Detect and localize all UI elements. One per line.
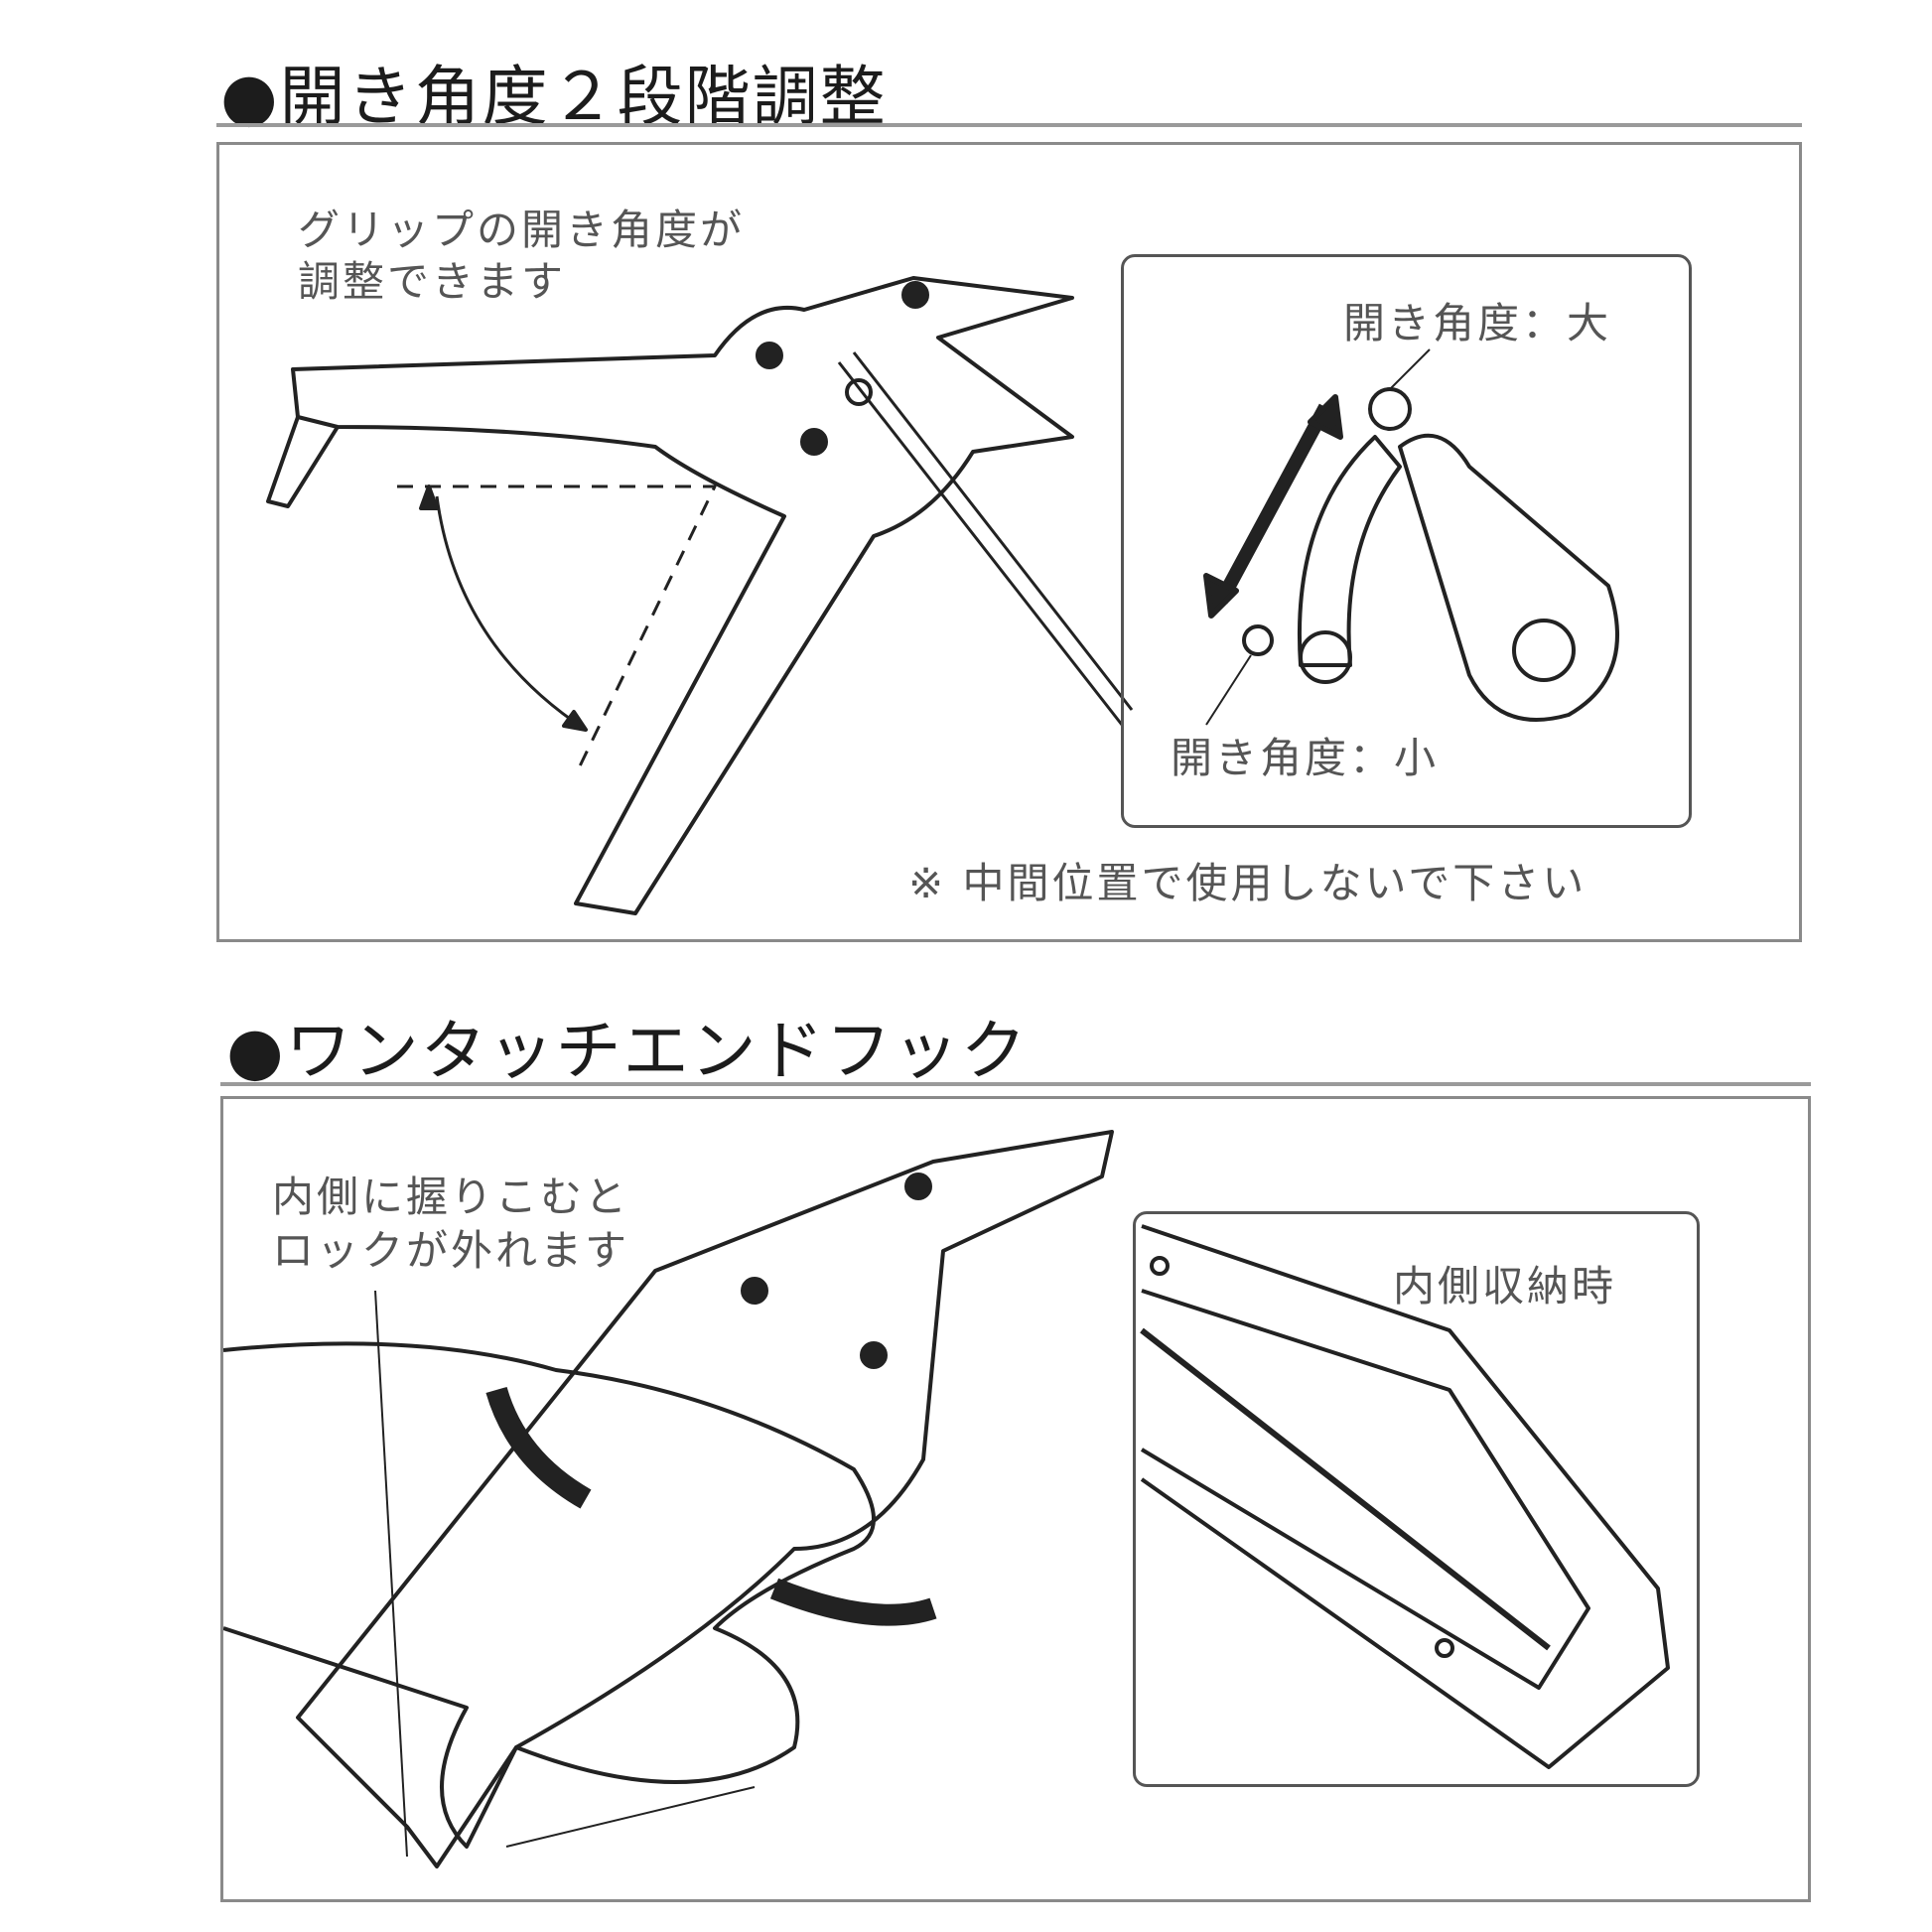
label-angle-small: 開き角度：小 — [1171, 734, 1440, 782]
grip-caption-line1: グリップの開き角度が — [298, 206, 746, 254]
hook-caption-line1: 内側に握りこむと — [272, 1173, 630, 1221]
stored-detail-inset — [1133, 1211, 1700, 1787]
label-angle-large: 開き角度：大 — [1343, 299, 1612, 347]
title-divider — [216, 123, 1802, 127]
title-divider — [220, 1082, 1811, 1086]
grip-caption-line2: 調整できます — [298, 257, 567, 306]
section-title-end-hook: ●ワンタッチエンドフック — [226, 1013, 1029, 1089]
label-stored-inside: 内側収納時 — [1393, 1262, 1617, 1311]
angle-adjust-panel — [216, 142, 1802, 942]
section-title-angle-adjust: ●開き角度２段階調整 — [220, 59, 888, 135]
usage-note: ※ 中間位置で使用しないで下さい — [908, 859, 1587, 907]
hook-caption-line2: ロックが外れます — [272, 1226, 630, 1275]
pliers-illustration — [266, 276, 1134, 915]
end-hook-panel — [220, 1096, 1811, 1902]
angle-detail-inset — [1121, 254, 1692, 828]
hand-gripping-tool-illustration — [222, 1130, 1114, 1868]
stored-hook-detail — [1140, 1224, 1670, 1769]
angle-selector-detail — [1203, 348, 1619, 726]
